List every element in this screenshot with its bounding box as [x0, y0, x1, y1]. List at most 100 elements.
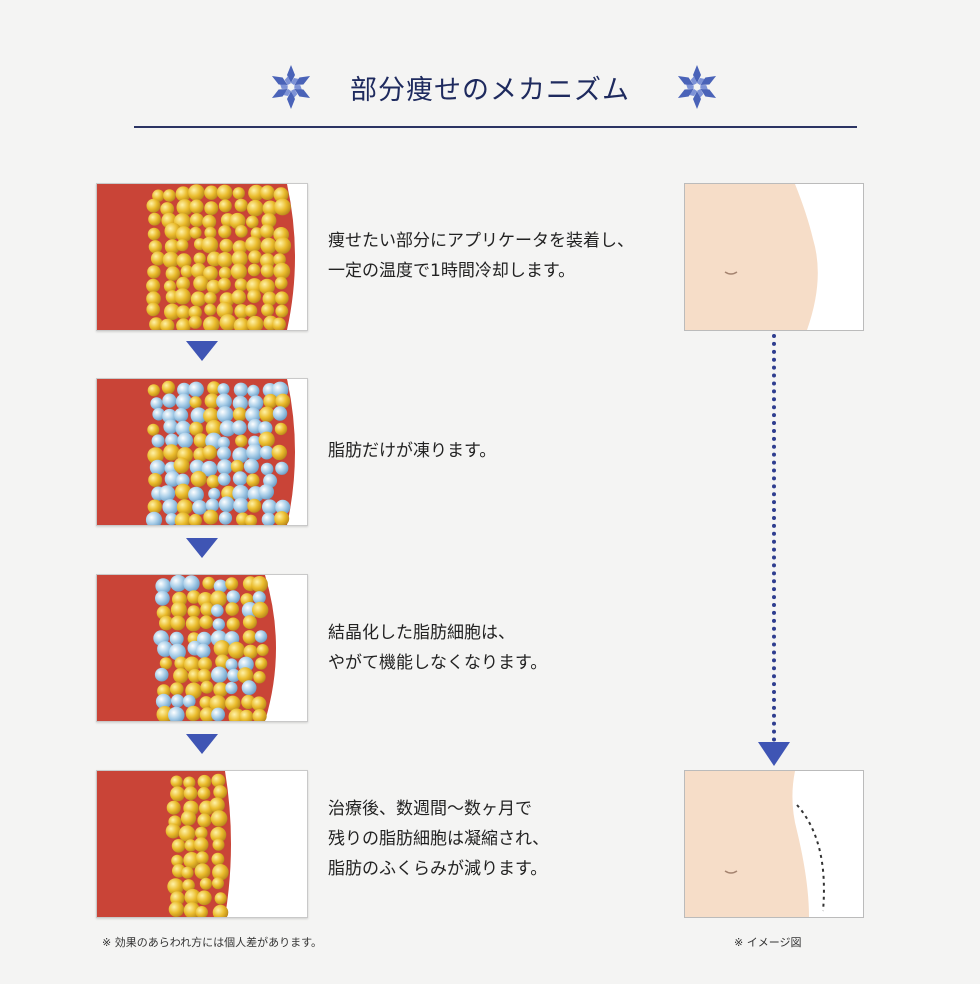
- fat-cell: [247, 289, 261, 304]
- fat-cell: [260, 224, 275, 239]
- frozen-fat-cell: [272, 406, 288, 421]
- fat-cell: [195, 826, 208, 840]
- fat-cell: [171, 839, 186, 853]
- fat-cell: [180, 265, 194, 278]
- frozen-fat-cell: [216, 393, 232, 410]
- frozen-fat-cell: [183, 575, 200, 592]
- fat-cell: [239, 709, 254, 721]
- fat-cell: [225, 695, 241, 711]
- fat-cell: [212, 838, 225, 851]
- fat-cell: [231, 289, 246, 305]
- fat-cell: [199, 707, 215, 721]
- frozen-fat-cell: [225, 681, 238, 695]
- fat-cell: [147, 423, 160, 436]
- fat-cell: [259, 278, 275, 295]
- fat-cell: [176, 305, 191, 320]
- belly-after-image: [684, 770, 864, 918]
- fat-cell: [193, 252, 206, 265]
- frozen-fat-cell: [261, 512, 276, 525]
- fat-cell: [235, 225, 248, 238]
- fat-cell: [162, 251, 180, 269]
- frozen-fat-cell: [192, 500, 207, 515]
- fat-cell: [232, 187, 245, 200]
- frozen-fat-cell: [211, 707, 225, 721]
- fat-cell: [204, 291, 217, 305]
- fat-cell: [173, 457, 190, 474]
- frozen-fat-cell: [232, 447, 249, 464]
- frozen-fat-cell: [162, 499, 179, 515]
- fat-cell: [211, 773, 226, 788]
- frozen-fat-cell: [151, 434, 165, 448]
- frozen-fat-cell: [195, 643, 211, 659]
- fat-cell: [234, 304, 249, 319]
- fat-panel-step-4: [96, 770, 308, 918]
- fat-cell: [218, 199, 232, 213]
- frozen-fat-cell: [158, 485, 176, 502]
- fat-cell: [247, 315, 264, 330]
- fat-cell: [251, 696, 267, 712]
- fat-cell: [244, 514, 258, 525]
- fat-cell: [146, 278, 161, 293]
- fat-cell: [147, 447, 164, 464]
- fat-panel-step-3: [96, 574, 308, 722]
- fat-cell: [176, 276, 190, 291]
- step-text-line: やがて機能しなくなります。: [328, 653, 548, 673]
- fat-cell: [183, 776, 196, 789]
- individual-difference-note: ※ 効果のあらわれ方には個人差があります。: [102, 936, 323, 949]
- fat-cell: [159, 657, 172, 670]
- fat-cell: [148, 473, 163, 487]
- fat-cell: [176, 239, 189, 252]
- fat-cell: [260, 185, 275, 201]
- fat-cell: [147, 384, 160, 397]
- frozen-fat-cell: [176, 473, 190, 488]
- fat-cell: [190, 470, 207, 487]
- fat-cell: [219, 314, 237, 330]
- fat-cell: [247, 263, 261, 277]
- frozen-fat-cell: [211, 604, 224, 617]
- frozen-fat-cell: [155, 693, 172, 710]
- frozen-fat-cell: [232, 395, 248, 411]
- fat-cell: [146, 198, 161, 213]
- title-rule: [134, 126, 857, 128]
- fat-cell: [258, 431, 275, 448]
- fat-cell: [180, 810, 197, 826]
- fat-cell: [275, 393, 291, 409]
- title-row: 部分痩せのメカニズム: [0, 62, 980, 112]
- step-text-line: 痩せたい部分にアプリケータを装着し、: [328, 231, 634, 251]
- frozen-fat-cell: [247, 384, 260, 397]
- fat-cell: [188, 513, 202, 525]
- fat-cell: [146, 302, 160, 317]
- fat-cell: [246, 473, 260, 487]
- fat-cell: [181, 866, 194, 879]
- frozen-fat-cell: [245, 407, 261, 423]
- fat-cell: [148, 212, 161, 226]
- step-text-line: 治療後、数週間〜数ヶ月で: [328, 799, 532, 819]
- fat-cell: [175, 226, 192, 243]
- belly-before-image: [684, 183, 864, 331]
- fat-cell: [204, 303, 217, 316]
- snowflake-icon: [673, 65, 721, 109]
- fat-cell: [212, 864, 229, 881]
- fat-cell: [164, 239, 180, 255]
- frozen-fat-cell: [169, 631, 184, 646]
- fat-cell: [251, 576, 268, 593]
- frozen-fat-cell: [190, 407, 207, 424]
- frozen-fat-cell: [219, 420, 236, 437]
- step-text-line: 結晶化した脂肪細胞は、: [328, 623, 515, 643]
- fat-cell: [218, 225, 232, 239]
- frozen-fat-cell: [252, 591, 266, 605]
- frozen-fat-cell: [188, 381, 204, 398]
- fat-cell: [209, 797, 225, 813]
- fat-cell: [193, 837, 209, 852]
- step-text-line: 一定の温度で1時間冷却します。: [328, 261, 576, 281]
- step-arrow: [186, 341, 218, 361]
- fat-cell: [212, 877, 224, 890]
- fat-cell: [260, 253, 275, 269]
- frozen-fat-cell: [165, 513, 178, 525]
- fat-cell: [203, 509, 219, 525]
- frozen-fat-cell: [258, 484, 274, 500]
- frozen-fat-cell: [174, 408, 189, 423]
- fat-cell: [147, 227, 161, 241]
- fat-cell: [146, 291, 161, 306]
- fat-cell: [274, 422, 288, 436]
